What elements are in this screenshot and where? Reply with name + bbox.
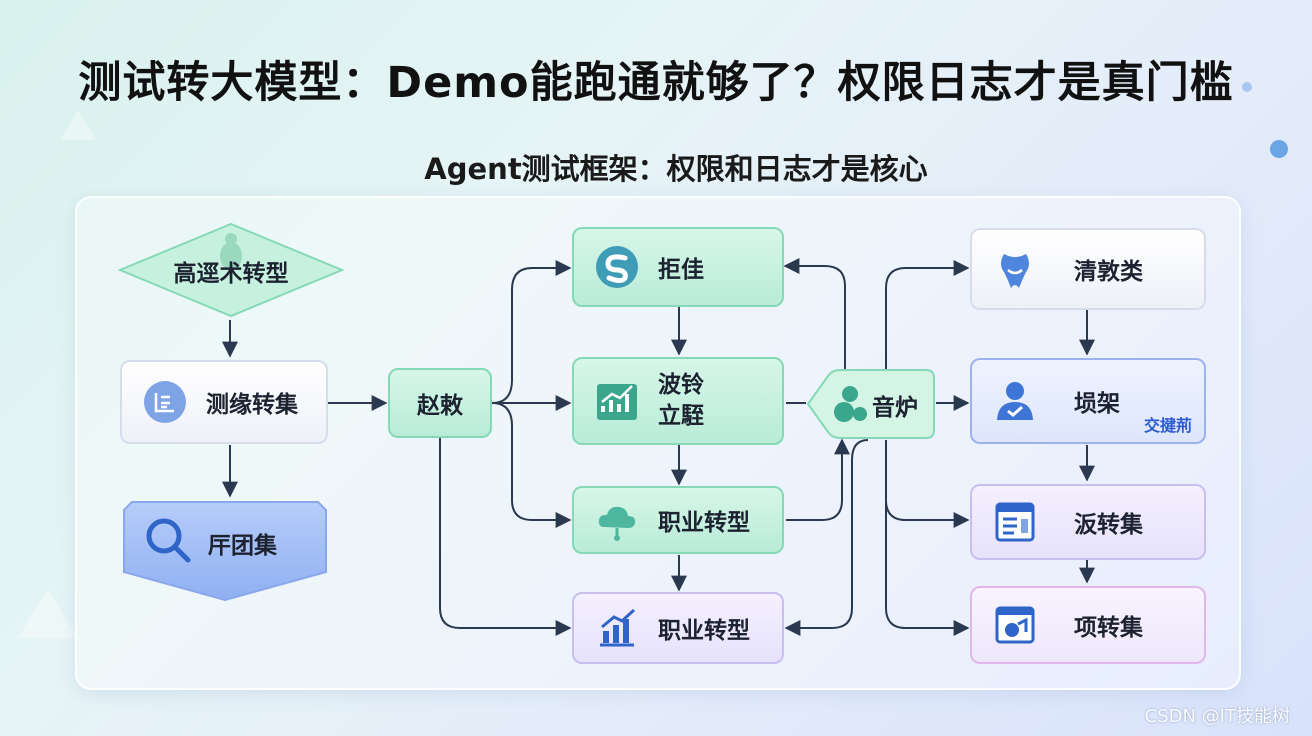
node-career[interactable]: 职业转型	[572, 486, 784, 554]
node-top[interactable]: 拒佳	[572, 227, 784, 307]
cloud-icon	[598, 506, 636, 541]
arrow-career-to-hub	[786, 438, 850, 521]
node-final[interactable]: 项转集	[970, 586, 1206, 664]
node-career-bottom-label: 职业转型	[658, 618, 750, 644]
node-final-label: 项转集	[1074, 615, 1143, 641]
node-clean-label: 清敦类	[1074, 259, 1143, 285]
search-icon	[146, 518, 191, 563]
list-icon	[144, 381, 186, 423]
arrow-hub-to-top	[783, 258, 846, 370]
gear-icon	[834, 386, 867, 422]
beetle-icon	[220, 233, 242, 270]
diagram-subtitle: Agent测试框架：权限和日志才是核心	[424, 152, 928, 186]
start-diamond-shape	[118, 222, 344, 318]
background-triangle	[18, 590, 78, 638]
node-career-bottom[interactable]: 职业转型	[572, 592, 784, 664]
node-top-label: 拒佳	[658, 257, 704, 283]
node-profile-label: 埙架	[1074, 391, 1120, 417]
tooth-icon	[1001, 254, 1029, 288]
node-collect-label: 测缘转集	[206, 392, 298, 418]
node-hub-label: 音炉	[872, 395, 918, 421]
node-wave[interactable]: 汳转集	[970, 484, 1206, 560]
search-pentagon-shape	[123, 501, 327, 602]
background-dot	[1270, 140, 1288, 158]
node-wave-label: 汳转集	[1074, 512, 1143, 538]
node-mid-label-line1: 波铃	[658, 372, 704, 398]
bar-chart-icon	[600, 608, 636, 647]
watermark: CSDN @IT技能树	[1144, 706, 1290, 727]
document-icon	[995, 502, 1035, 542]
media-icon	[995, 606, 1035, 644]
background-dot	[1242, 82, 1252, 92]
arrow-hub-to-wave	[885, 440, 970, 528]
arrow-dispatch-to-top	[491, 260, 572, 404]
page-title: 测试转大模型：Demo能跑通就够了？权限日志才是真门槛	[78, 58, 1234, 108]
node-mid[interactable]: 波铃 立駤	[572, 357, 784, 445]
node-dispatch-label: 赵敕	[417, 393, 463, 419]
user-icon	[997, 382, 1033, 420]
node-clean[interactable]: 清敦类	[970, 228, 1206, 310]
background-triangle	[60, 110, 96, 140]
node-profile[interactable]: 埙架 交揵荊	[970, 358, 1206, 444]
node-career-label: 职业转型	[658, 510, 750, 536]
arrow-dispatch-to-career-bottom	[439, 438, 572, 636]
node-mid-label-line2: 立駤	[658, 403, 704, 429]
node-hub[interactable]: 音炉	[806, 368, 936, 440]
arrow-hub-to-final	[885, 440, 970, 636]
node-profile-sublabel[interactable]: 交揵荊	[1143, 416, 1192, 435]
node-start-label: 高逕术转型	[173, 261, 289, 287]
node-collect[interactable]: 测缘转集	[120, 360, 328, 444]
hub-shape	[806, 369, 935, 439]
node-search-label: 厈团集	[208, 533, 277, 559]
chart-icon	[597, 384, 637, 420]
s-logo-icon	[596, 246, 638, 288]
arrow-hub-to-clean	[885, 260, 970, 370]
arrow-hub-to-career-bottom	[784, 439, 869, 636]
arrow-dispatch-to-career	[491, 402, 572, 528]
node-search[interactable]: 厈团集	[122, 500, 328, 602]
node-dispatch[interactable]: 赵敕	[388, 368, 492, 438]
node-mid-label: 波铃 立駤	[658, 370, 704, 432]
node-start[interactable]: 高逕术转型	[118, 222, 344, 318]
